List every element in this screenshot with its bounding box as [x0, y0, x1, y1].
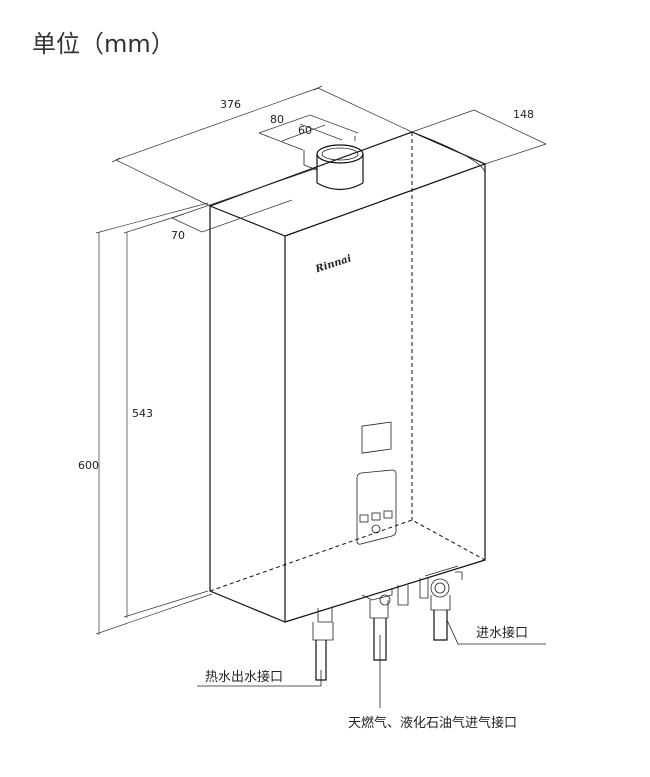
callout-gas-inlet: 天燃气、液化石油气进气接口	[348, 715, 517, 731]
control-panel	[356, 421, 397, 545]
dim-depth: 148	[513, 108, 534, 121]
panel-button-right	[383, 510, 393, 519]
hot-water-outlet-fitting	[312, 608, 334, 681]
callout-water-inlet: 进水接口	[476, 625, 528, 641]
panel-button-center	[371, 512, 381, 521]
callout-lines	[197, 619, 546, 708]
heater-body	[209, 131, 487, 623]
unit-label: 单位（mm）	[32, 30, 175, 58]
dim-body-height: 543	[132, 407, 153, 420]
display-screen	[361, 421, 392, 454]
dim-total-width: 376	[220, 98, 241, 111]
dim-flue-inner: 60	[298, 124, 312, 137]
power-button-icon	[371, 524, 381, 534]
brand-logo: Rinnai	[313, 253, 353, 275]
dim-flue-outer: 80	[270, 113, 284, 126]
water-inlet-fitting	[419, 571, 463, 641]
dim-total-height: 600	[78, 459, 99, 472]
dim-flue-offset: 70	[171, 229, 185, 242]
dimension-lines	[95, 85, 547, 635]
callout-hot-water-outlet: 热水出水接口	[205, 669, 283, 685]
flue-pipe	[303, 136, 364, 191]
panel-button-left	[359, 514, 369, 523]
